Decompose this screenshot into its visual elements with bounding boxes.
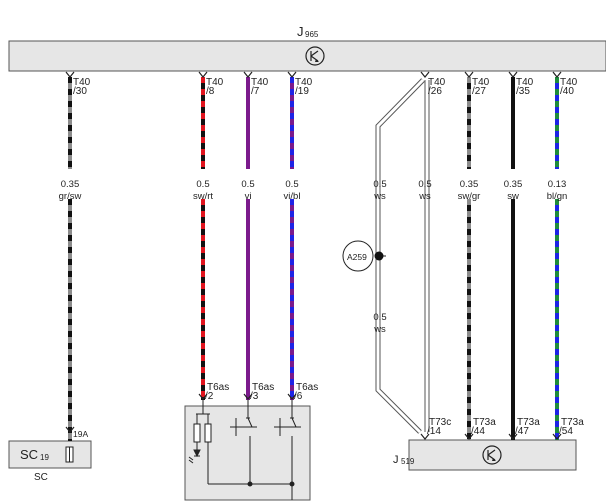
- unit-subscript-bottom: 519: [401, 457, 415, 466]
- pin-label-top: T40: [295, 77, 313, 88]
- branch-color-lower: ws: [373, 324, 386, 335]
- wire-w30: [65, 71, 75, 441]
- pin-label-top: T40: [428, 77, 446, 88]
- pin-number-top: /26: [428, 86, 442, 97]
- unit-name-bottom: J: [393, 454, 399, 466]
- wire-color-label: sw/gr: [458, 191, 481, 202]
- pin-label-bottom: T73a: [517, 417, 540, 428]
- connector-arrow-icon: [420, 71, 430, 78]
- pin-number-top: /40: [560, 86, 574, 97]
- pin-number-top: /19: [295, 86, 309, 97]
- pin-number-bottom: /54: [559, 426, 573, 437]
- wire-size-label: 0.5: [241, 179, 254, 190]
- connector-arrow-icon: [287, 393, 297, 400]
- transistor-icon-bottom: [482, 445, 502, 465]
- pin-number-bottom: /44: [471, 426, 485, 437]
- connector-arrow-icon: [243, 71, 253, 78]
- pin-number-bottom: /47: [515, 426, 529, 437]
- connector-arrow-icon: [552, 433, 562, 440]
- splice-node-a259: A259: [342, 240, 386, 272]
- wire-color-label: vi/bl: [284, 191, 301, 202]
- unit-subscript-top: 965: [305, 30, 319, 39]
- connector-arrow-icon: [65, 71, 75, 78]
- wires-layer: [65, 71, 562, 441]
- control-unit-bar-top: [8, 40, 606, 72]
- pin-label-top: T40: [251, 77, 269, 88]
- wire-size-label: 0.35: [460, 179, 479, 190]
- wire-color-label: ws: [418, 191, 431, 202]
- pin-label-top: T40: [206, 77, 224, 88]
- pin-number-top: /27: [472, 86, 486, 97]
- wire-w35: [508, 71, 518, 440]
- connector-arrow-icon: [508, 71, 518, 78]
- pin-label-top: T40: [472, 77, 490, 88]
- pin-number-top: /8: [206, 86, 215, 97]
- pin-label-top: T40: [560, 77, 578, 88]
- wire-color-label: sw: [507, 191, 519, 202]
- pin-label-bottom: T73c: [429, 417, 451, 428]
- wire-size-label: 0.13: [548, 179, 567, 190]
- pin-label-bottom: T6as: [252, 382, 274, 393]
- connector-arrow-icon: [198, 393, 208, 400]
- wire-size-label: 0.5: [285, 179, 298, 190]
- unit-label-top: J 965: [297, 24, 319, 39]
- connector-arrow-icon: [508, 433, 518, 440]
- pin-number-top: /7: [251, 86, 260, 97]
- fuse-pin-label: 19A: [73, 429, 88, 439]
- wire-color-label: vi: [245, 191, 252, 202]
- wire-size-label: 0.5: [196, 179, 209, 190]
- pin-label-bottom: T6as: [207, 382, 229, 393]
- fuse-holder-caption: SC: [34, 472, 48, 483]
- connector-arrow-icon: [287, 71, 297, 78]
- wire-color-label: bl/gn: [547, 191, 568, 202]
- wire-w26: [420, 71, 430, 440]
- wire-w8: [198, 71, 208, 400]
- pin-label-bottom: T73a: [561, 417, 584, 428]
- wire-size-label: 0.5: [418, 179, 431, 190]
- pin-number-bottom: /6: [294, 391, 303, 402]
- pin-number-top: /30: [73, 86, 87, 97]
- wire-w19: [287, 71, 297, 400]
- connector-arrow-icon: [464, 433, 474, 440]
- branch-size-lower: 0.5: [373, 312, 386, 323]
- connector-arrow-icon: [198, 71, 208, 78]
- wire-color-label: gr/sw: [59, 191, 82, 202]
- splice-node-label: A259: [347, 252, 367, 262]
- unit-label-bottom: J 519: [393, 454, 415, 466]
- connector-arrow-icon: [552, 71, 562, 78]
- pin-label-top: T40: [516, 77, 534, 88]
- pin-number-bottom: /14: [427, 426, 441, 437]
- pin-number-bottom: /3: [250, 391, 259, 402]
- labels-layer: T40/300.35gr/swT40/80.5sw/rtT6as/2T40/70…: [59, 77, 585, 437]
- wire-w27: [464, 71, 474, 440]
- wire-w7: [243, 71, 253, 400]
- connector-arrow-icon: [420, 433, 430, 440]
- pin-number-top: /35: [516, 86, 530, 97]
- branch-color-upper: ws: [373, 191, 386, 202]
- pin-label-bottom: T6as: [296, 382, 318, 393]
- wire-size-label: 0.35: [504, 179, 523, 190]
- fuse-holder-sc: [8, 440, 92, 469]
- connector-arrow-icon: [65, 426, 75, 433]
- transistor-icon-top: [305, 46, 325, 66]
- switch-module-internals: [188, 400, 301, 500]
- pin-label-top: T40: [73, 77, 91, 88]
- wire-w40: [552, 71, 562, 440]
- unit-name-top: J: [297, 24, 304, 39]
- wire-color-label: sw/rt: [193, 191, 213, 202]
- pin-number-bottom: /2: [205, 391, 214, 402]
- control-unit-bar-bottom: [408, 439, 577, 471]
- pin-label-bottom: T73a: [473, 417, 496, 428]
- wire-size-label: 0.35: [61, 179, 80, 190]
- fuse-holder-subscript: 19: [40, 453, 49, 462]
- fuse-holder-name: SC: [20, 447, 38, 462]
- connector-arrow-icon: [464, 71, 474, 78]
- branch-size-upper: 0.5: [373, 179, 386, 190]
- connector-arrow-icon: [243, 393, 253, 400]
